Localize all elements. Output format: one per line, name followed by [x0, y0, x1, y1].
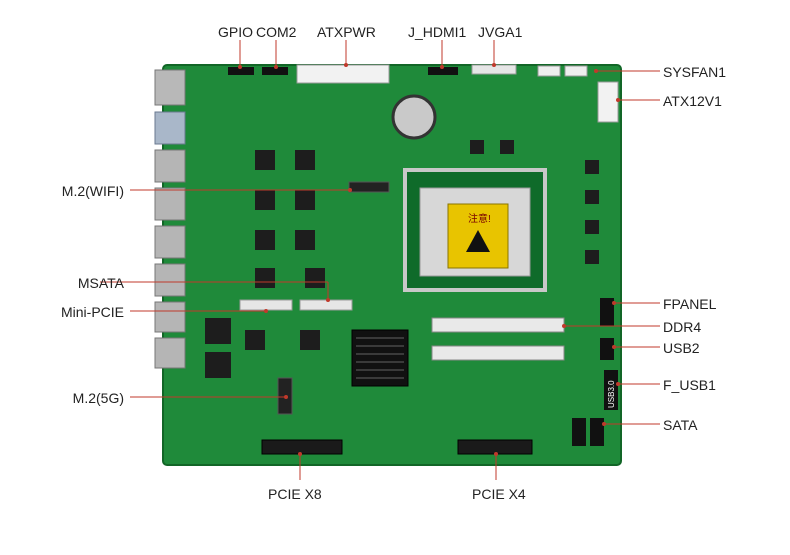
fpanel-header	[600, 298, 614, 326]
io-port	[154, 187, 186, 221]
io-port	[154, 225, 186, 259]
chipset-heatsink	[351, 329, 409, 387]
label-atx12v1: ATX12V1	[663, 93, 722, 109]
gpio-header	[228, 67, 254, 75]
label-j-hdmi1: J_HDMI1	[408, 24, 467, 40]
f-usb1-header	[604, 370, 618, 410]
io-port	[154, 337, 186, 369]
onboard-chips	[205, 140, 599, 378]
pcie-x4-slot	[457, 439, 533, 455]
label-ddr4: DDR4	[663, 319, 702, 335]
leader-lines	[100, 40, 660, 480]
pcie-x8-slot	[261, 439, 343, 455]
io-port	[154, 301, 186, 333]
msata-slot	[239, 299, 293, 311]
warning-triangle-icon	[466, 230, 490, 252]
sysfan1-connector	[537, 65, 561, 77]
usb30-marking: USB3.0	[607, 380, 616, 408]
label-usb2: USB2	[663, 340, 700, 356]
ddr4-slot-1	[431, 317, 565, 333]
io-port	[154, 263, 186, 297]
atx12v1-connector	[597, 81, 619, 123]
label-f-usb1: F_USB1	[663, 377, 716, 393]
m2-wifi-slot	[348, 181, 390, 193]
j-hdmi1-header	[428, 67, 458, 75]
cmos-battery	[391, 94, 437, 140]
label-com2: COM2	[256, 24, 297, 40]
label-atxpwr: ATXPWR	[317, 24, 376, 40]
io-port	[154, 111, 186, 145]
label-m2-5g: M.2(5G)	[72, 390, 124, 406]
pcb	[162, 64, 622, 466]
label-m2-wifi: M.2(WIFI)	[61, 183, 124, 199]
label-mini-pcie: Mini-PCIE	[60, 304, 124, 320]
heatsink-fins	[356, 337, 404, 379]
usb2-header	[600, 338, 614, 360]
sysfan-connector-2	[564, 65, 588, 77]
atxpwr-connector	[296, 64, 390, 84]
mini-pcie-slot	[299, 299, 353, 311]
label-gpio: GPIO	[218, 24, 254, 40]
label-fpanel: FPANEL	[663, 296, 717, 312]
ddr4-slot-2	[431, 345, 565, 361]
label-sata: SATA	[663, 417, 698, 433]
com2-header	[262, 67, 288, 75]
label-pcie-x4: PCIE X4	[472, 486, 526, 502]
io-port	[154, 69, 186, 106]
warning-cn-text: 注意!	[468, 212, 491, 225]
sata-port-2	[590, 418, 604, 446]
label-pcie-x8: PCIE X8	[268, 486, 322, 502]
label-msata: MSATA	[77, 275, 124, 291]
leader-dots	[238, 63, 620, 456]
sata-port-1	[572, 418, 586, 446]
io-port	[154, 149, 186, 183]
label-sysfan1: SYSFAN1	[663, 64, 727, 80]
label-jvga1: JVGA1	[478, 24, 523, 40]
